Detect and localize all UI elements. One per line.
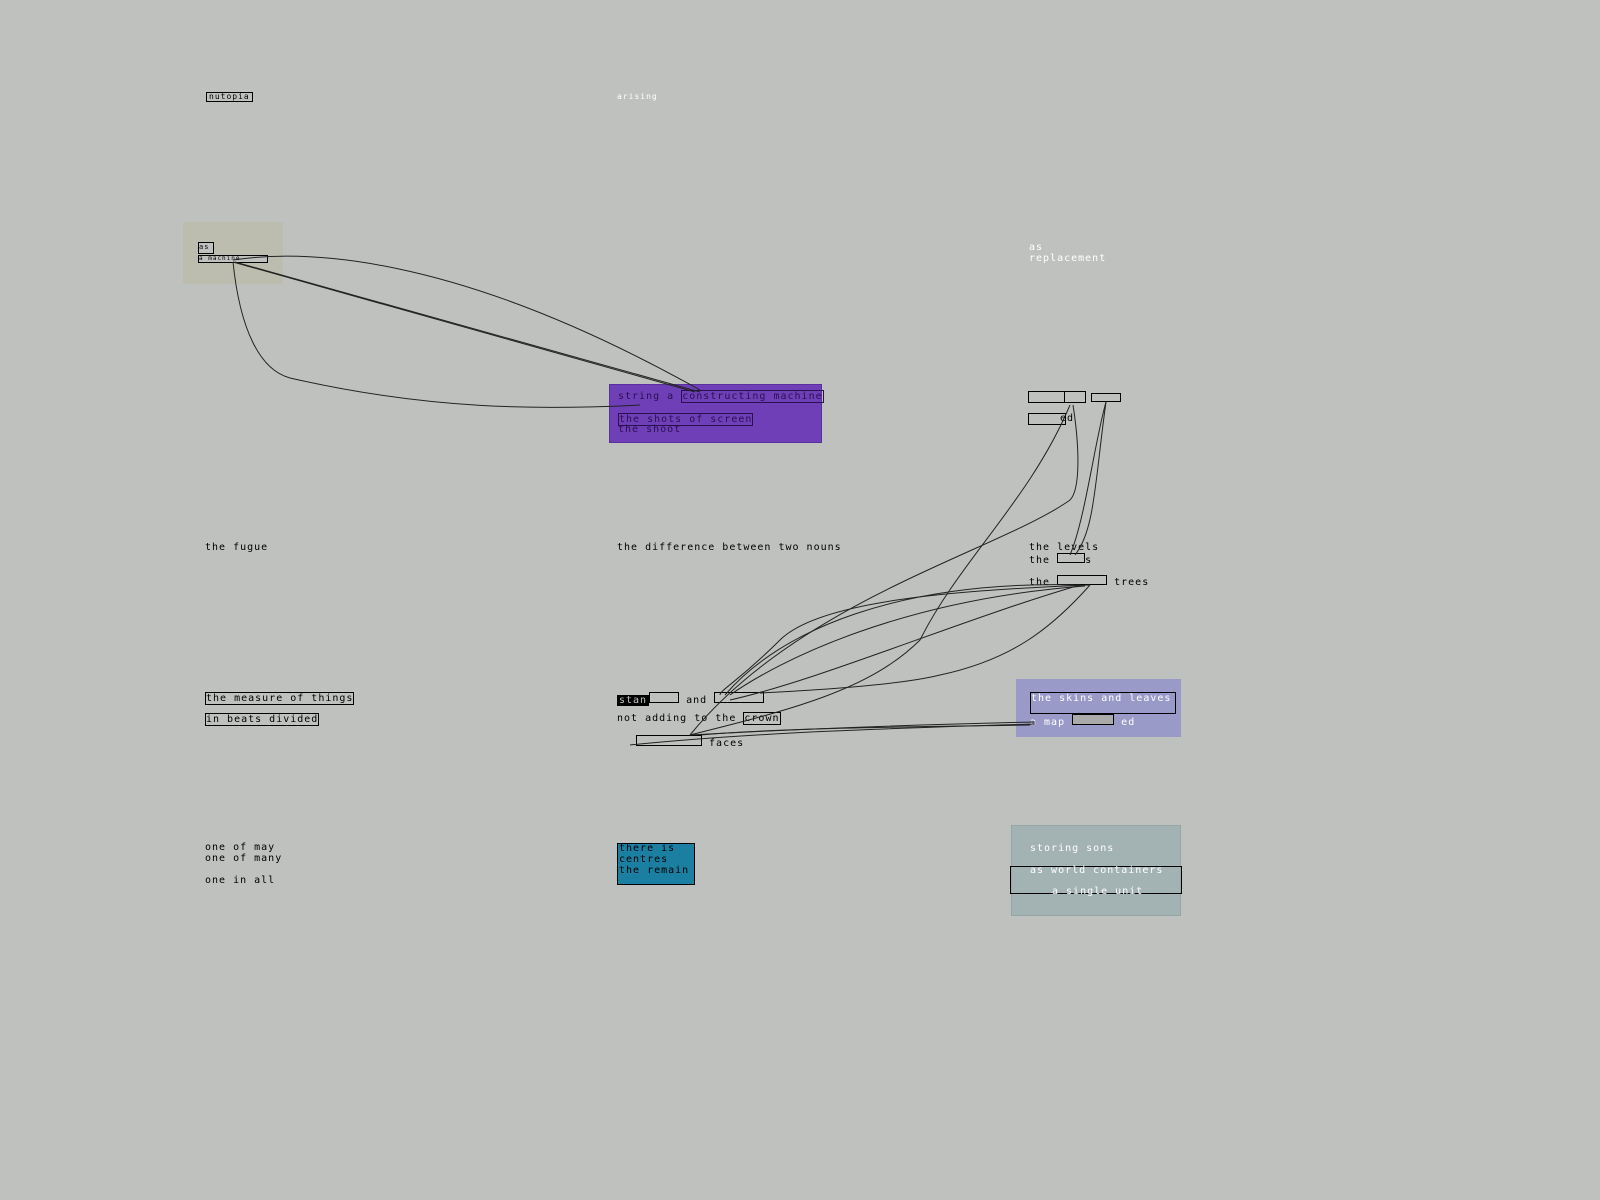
label-one: one of may one of many one in all xyxy=(205,842,283,886)
cord xyxy=(729,585,1086,696)
tan-small-object[interactable]: as xyxy=(198,242,214,254)
label-faces: faces xyxy=(636,735,744,749)
cord xyxy=(699,724,1031,736)
purple-line-2: the shots of screen xyxy=(618,413,754,426)
cord xyxy=(689,404,1071,736)
label-fugue: the fugue xyxy=(205,542,269,553)
cord xyxy=(232,255,701,391)
cord xyxy=(729,584,1081,701)
lavender-canvas[interactable] xyxy=(1016,679,1181,737)
cord xyxy=(1069,401,1107,556)
purple-line-3: the shoot xyxy=(618,424,682,435)
cord xyxy=(234,261,701,393)
teal-text: there is centres the remain xyxy=(619,843,690,876)
skins-line-1: the skins and leaves xyxy=(1030,692,1177,714)
label-trees: the trees xyxy=(1029,575,1150,588)
label-difference: the difference between two nouns xyxy=(617,542,842,553)
purple-line-1: string a constructing machine xyxy=(618,390,824,403)
container-outline xyxy=(1010,866,1182,894)
object-box-3[interactable] xyxy=(1091,393,1121,402)
teal-comment xyxy=(617,843,695,885)
object-box-4[interactable] xyxy=(1028,413,1066,425)
label-measure: the measure of things xyxy=(205,692,355,705)
cord xyxy=(689,721,1036,736)
label-top-left: nutopia xyxy=(206,92,253,102)
storing-line-3: a single unit xyxy=(1052,886,1144,897)
label-beats: in beats divided xyxy=(205,713,320,726)
object-box-2[interactable] xyxy=(1064,391,1086,403)
label-not-adding: not adding to the crown xyxy=(617,712,781,725)
storing-line-1: storing sons xyxy=(1030,843,1115,854)
as-replacement: as replacement xyxy=(1029,242,1107,264)
replaced-suffix: ed xyxy=(1060,413,1075,424)
label-levels: the levels xyxy=(1029,542,1100,553)
label-top-mid: arising xyxy=(617,92,658,101)
grey-teal-canvas[interactable] xyxy=(1011,825,1181,916)
cord xyxy=(719,584,1091,696)
storing-line-2: as world containers xyxy=(1030,865,1164,876)
cord xyxy=(689,404,1079,736)
cord xyxy=(1074,401,1107,556)
label-standing: stan and xyxy=(617,692,765,706)
cord xyxy=(232,261,696,393)
cord xyxy=(759,584,1091,694)
cord xyxy=(724,584,1081,696)
cord xyxy=(232,261,641,408)
